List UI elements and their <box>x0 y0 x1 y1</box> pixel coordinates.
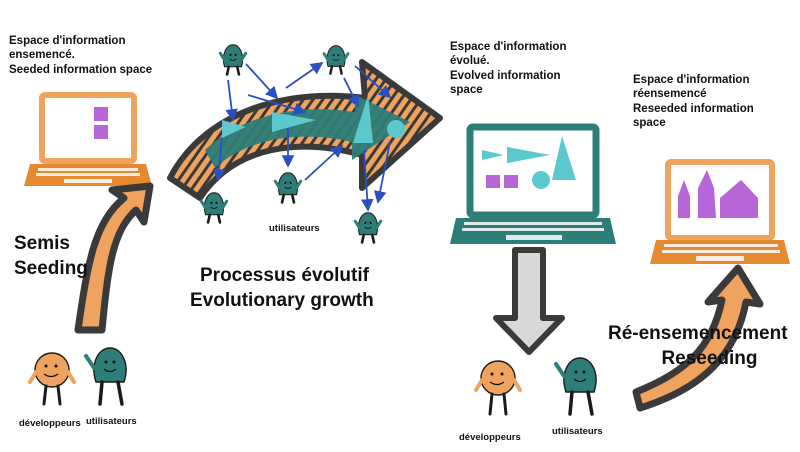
evolved-space-line3: Evolved information <box>450 69 561 82</box>
user-blob-2-icon <box>322 44 350 75</box>
growth-label: Processus évolutif Evolutionary growth <box>190 264 374 313</box>
seeding-arrow-icon <box>74 182 154 334</box>
interaction-connectors <box>212 61 392 212</box>
users-label-right: utilisateurs <box>552 426 603 437</box>
reseeded-space-line4: space <box>633 117 666 130</box>
evolved-space-line4: space <box>450 84 483 97</box>
user-blob-1-icon <box>218 43 248 76</box>
evolved-space-line1: Espace d'information <box>450 41 567 53</box>
reseeding-label: Ré-ensemencement Reseeding <box>608 322 788 371</box>
reseeding-en: Reseeding <box>661 347 758 369</box>
reseeded-laptop-icon <box>650 159 790 264</box>
seeded-space-line1: Espace d'information <box>9 35 126 47</box>
user-blob-5-icon <box>353 211 383 244</box>
seeding-label: Semis Seeding <box>14 232 88 281</box>
user-blob-4-icon <box>273 171 303 204</box>
growth-fr: Processus évolutif <box>200 265 369 286</box>
user-blob-3-icon <box>199 191 229 224</box>
reseeded-space-line2: réensemencé <box>633 88 707 101</box>
developers-label-left: développeurs <box>19 418 81 429</box>
evolved-space-line2: évolué. <box>450 55 490 68</box>
reseeded-space-line1: Espace d'information <box>633 74 750 86</box>
seeded-laptop-icon <box>24 92 152 186</box>
seeded-space-label: Espace d'information ensemencé. Seeded i… <box>9 34 152 77</box>
seeded-space-line3: Seeded information space <box>9 63 153 76</box>
developers-label-right: développeurs <box>459 432 521 443</box>
evolved-space-label: Espace d'information évolué. Evolved inf… <box>450 40 566 98</box>
down-arrow-icon <box>493 247 565 355</box>
reseeding-arrow-icon <box>632 264 764 412</box>
reseeded-space-label: Espace d'information réensemencé Reseede… <box>633 73 754 131</box>
seeded-space-line2: ensemencé. <box>9 49 75 62</box>
users-label-center: utilisateurs <box>269 223 320 234</box>
users-label-left: utilisateurs <box>86 416 137 427</box>
seed-square-top <box>94 107 108 121</box>
evolutionary-growth-arrow-icon <box>167 59 443 201</box>
seeding-fr: Semis <box>14 233 70 254</box>
seed-square-bottom <box>94 125 108 139</box>
user-character-left-icon <box>84 347 127 406</box>
growth-en: Evolutionary growth <box>190 289 374 311</box>
developer-character-left-icon <box>28 352 76 406</box>
developer-character-right-icon <box>474 360 522 416</box>
evolved-laptop-icon <box>450 123 616 244</box>
user-character-right-icon <box>554 357 597 416</box>
reseeded-space-line3: Reseeded information <box>633 102 754 115</box>
seeding-en: Seeding <box>14 257 88 279</box>
reseeding-fr: Ré-ensemencement <box>608 323 788 344</box>
